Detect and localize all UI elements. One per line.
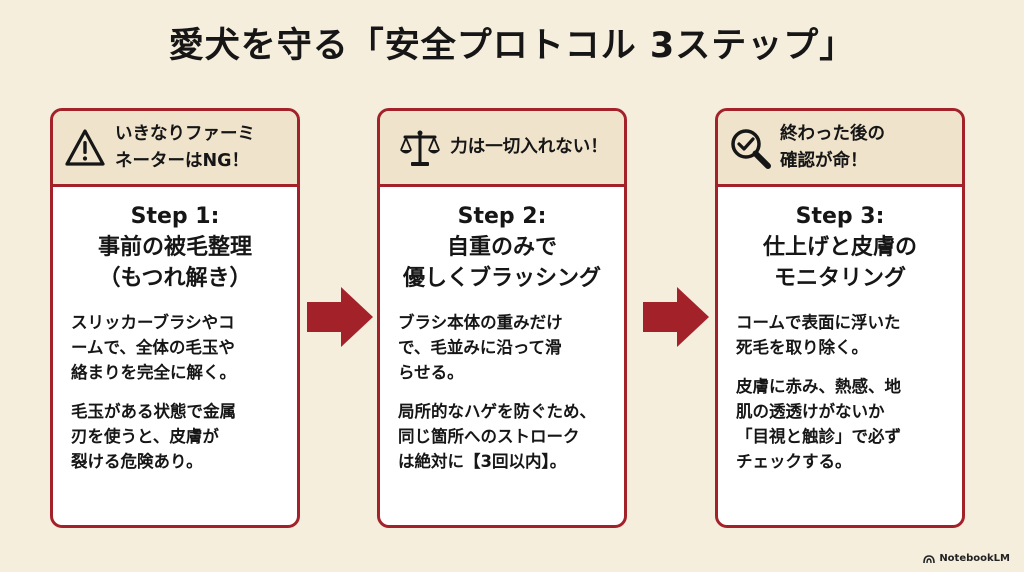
step-paragraph: 皮膚に赤み、熱感、地 肌の透透けがないか 「目視と触診」で必ず チェックする。 <box>736 377 901 471</box>
step-card-3: 終わった後の 確認が命！ Step 3: 仕上げと皮膚の モニタリング コームで… <box>715 108 965 528</box>
step-title: Step 2: 自重のみで 優しくブラッシング <box>402 204 601 291</box>
page-title: 愛犬を守る「安全プロトコル 3ステップ」 <box>168 26 856 66</box>
step-paragraph: スリッカーブラシやコ ームで、全体の毛玉や 絡まりを完全に解く。 <box>71 313 236 382</box>
step-header-text: 力は一切入れない！ <box>450 137 608 157</box>
balance-scale-icon <box>398 126 442 170</box>
magnifier-check-icon <box>728 126 772 170</box>
step-card-2: 力は一切入れない！ Step 2: 自重のみで 優しくブラッシング ブラシ本体の… <box>377 108 627 528</box>
step-title: Step 1: 事前の被毛整理 （もつれ解き） <box>97 204 252 291</box>
notebooklm-logo-icon <box>923 554 936 563</box>
warning-icon <box>63 126 107 170</box>
step-card-header: 終わった後の 確認が命！ <box>718 111 962 187</box>
step-header-text: いきなりファーミ ネーターはNG！ <box>115 123 255 171</box>
step-paragraph: コームで表面に浮いた 死毛を取り除く。 <box>736 313 901 357</box>
step-paragraph: ブラシ本体の重みだけ で、毛並みに沿って滑 らせる。 <box>398 313 563 382</box>
step-card-1: いきなりファーミ ネーターはNG！ Step 1: 事前の被毛整理 （もつれ解き… <box>50 108 300 528</box>
brand-label: NotebookLM <box>939 553 1010 564</box>
arrow-right-icon <box>305 285 375 349</box>
arrow-right-icon <box>641 285 711 349</box>
step-header-text: 終わった後の 確認が命！ <box>780 123 885 171</box>
step-paragraph: 毛玉がある状態で金属 刃を使うと、皮膚が 裂ける危険あり。 <box>71 402 236 471</box>
step-title: Step 3: 仕上げと皮膚の モニタリング <box>762 204 917 291</box>
step-card-header: 力は一切入れない！ <box>380 111 624 187</box>
step-paragraph: 局所的なハゲを防ぐため、 同じ箇所へのストローク は絶対に【3回以内】。 <box>398 402 596 471</box>
notebooklm-logo: NotebookLM <box>923 553 1010 564</box>
step-card-header: いきなりファーミ ネーターはNG！ <box>53 111 297 187</box>
